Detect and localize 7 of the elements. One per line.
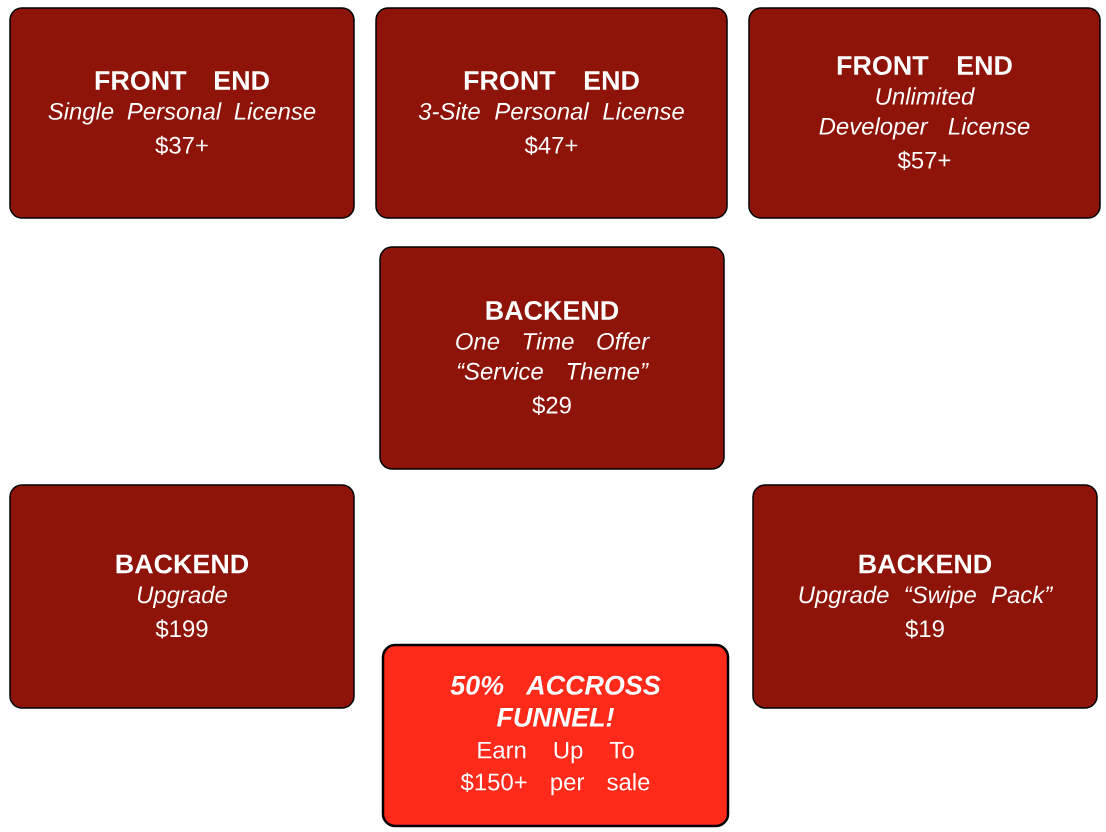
- offer-box: FRONT END 3-Site Personal License $47+: [375, 7, 728, 219]
- promo-box: 50% ACCROSS FUNNEL! Earn Up To $150+ per sale: [381, 643, 730, 828]
- offer-box: FRONT END Unlimited Developer License $57+: [748, 7, 1101, 219]
- offer-box: FRONT END Single Personal License $37+: [9, 7, 355, 219]
- offer-box: BACKEND Upgrade $199: [9, 484, 355, 709]
- offer-box: BACKEND Upgrade “Swipe Pack” $19: [752, 484, 1098, 709]
- offer-box: BACKEND One Time Offer “Service Theme” $29: [379, 246, 725, 470]
